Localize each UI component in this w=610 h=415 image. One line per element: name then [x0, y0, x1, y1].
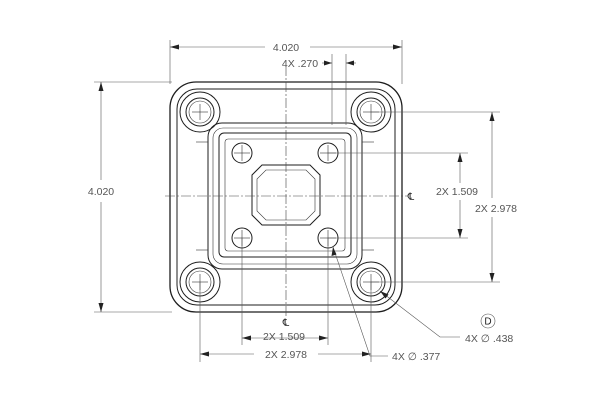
leader-large-hole [379, 290, 460, 338]
dim-inner-vertical [328, 152, 468, 239]
centerlines [165, 66, 408, 318]
small-hole [231, 142, 253, 164]
small-holes [231, 142, 339, 249]
datum-d: D [480, 313, 496, 329]
large-hole [185, 97, 215, 127]
dim-outer-vertical [371, 111, 500, 283]
dim-hole-offset [322, 54, 356, 125]
overall-height-label: 4.020 [88, 186, 114, 198]
outer-vertical-label: 2X 2.978 [475, 203, 517, 215]
datum-d-label: D [484, 317, 491, 328]
dim-overall-height [94, 81, 172, 313]
inner-vertical-label: 2X 1.509 [436, 186, 478, 198]
centerline-symbol: ℄ [282, 318, 290, 329]
dim-outer-horizontal [199, 282, 372, 362]
small-hole-dia-label: 4X ∅ .377 [392, 351, 440, 363]
hole-offset-label: 4X .270 [282, 58, 318, 70]
dim-inner-horizontal [241, 238, 329, 345]
centerline-symbol: ℄ [407, 192, 415, 203]
leader-small-hole [331, 246, 388, 357]
large-hole-dia-label: 4X ∅ .438 [465, 333, 513, 345]
center-pocket [251, 164, 321, 226]
dim-overall-width [169, 40, 403, 84]
inner-horizontal-label: 2X 1.509 [263, 331, 305, 343]
overall-width-label: 4.020 [273, 42, 299, 54]
outer-horizontal-label: 2X 2.978 [265, 349, 307, 361]
